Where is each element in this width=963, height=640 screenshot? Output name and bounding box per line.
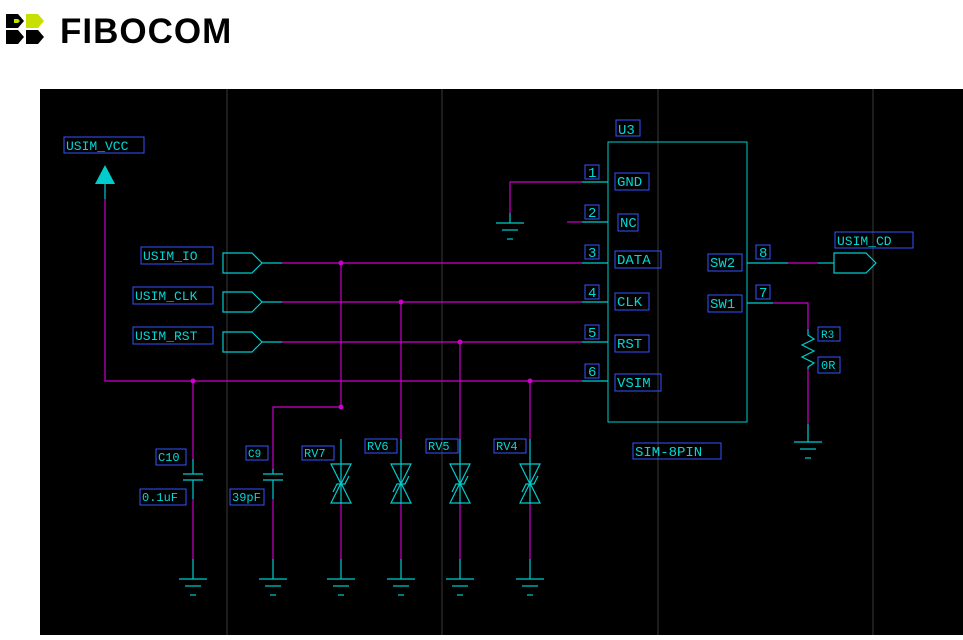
chip-name-label: SIM-8PIN [635,445,702,461]
net-label-clk: USIM_CLK [135,289,198,304]
ground-icon [179,559,207,595]
cap-value: 0.1uF [142,491,178,505]
tvs-ref: RV7 [304,447,326,461]
sim-card-schematic: U3 1 2 3 4 5 6 8 7 GND NC DATA CLK RST V… [40,89,963,635]
cap-value: 39pF [232,491,261,505]
pin-number: 6 [588,365,596,381]
ground-icon [327,559,355,595]
net-label-io: USIM_IO [143,249,198,264]
pin-name: VSIM [617,376,651,392]
ground-icon [259,559,287,595]
pin-number: 8 [759,246,767,262]
pin-name: RST [617,337,642,353]
resistor-ref: R3 [821,330,834,342]
vcc-arrow-icon [95,165,115,184]
pin-number: 3 [588,246,596,262]
pin-number: 1 [588,166,596,182]
schematic-canvas: U3 1 2 3 4 5 6 8 7 GND NC DATA CLK RST V… [40,89,963,635]
logo-mark-icon [4,8,56,48]
pin-number: 2 [588,206,596,222]
pin-number: 7 [759,286,767,302]
ground-icon [496,213,524,239]
pin-name: NC [620,216,637,232]
ground-icon [794,424,822,458]
ground-icon [516,559,544,595]
pin-number: 4 [588,286,596,302]
cap-ref: C10 [158,451,180,465]
chip-ref-label: U3 [618,123,635,139]
tvs-ref: RV4 [496,440,518,454]
ground-icon [446,559,474,595]
tvs-ref: RV5 [428,440,450,454]
fibocom-logo: FIBOCOM [4,8,274,48]
tvs-ref: RV6 [367,440,389,454]
pin-name: SW1 [710,297,735,313]
grid-lines [227,89,873,635]
logo-text: FIBOCOM [60,12,232,52]
junction-dots [191,261,533,410]
resistor-r3 [802,329,814,369]
net-label-rst: USIM_RST [135,329,198,344]
pin-name: DATA [617,253,651,269]
resistor-value: 0R [821,359,835,373]
ground-icon [387,559,415,595]
pin-name: GND [617,175,642,191]
net-label-cd: USIM_CD [837,234,892,249]
label-boxes [64,120,913,505]
pin-name: SW2 [710,256,735,272]
pin-stubs [105,182,788,381]
pin-name: CLK [617,295,643,311]
net-label-vcc: USIM_VCC [66,139,129,154]
text-labels: U3 1 2 3 4 5 6 8 7 GND NC DATA CLK RST V… [66,123,892,505]
cap-ref: C9 [248,449,261,461]
pin-number: 5 [588,326,596,342]
